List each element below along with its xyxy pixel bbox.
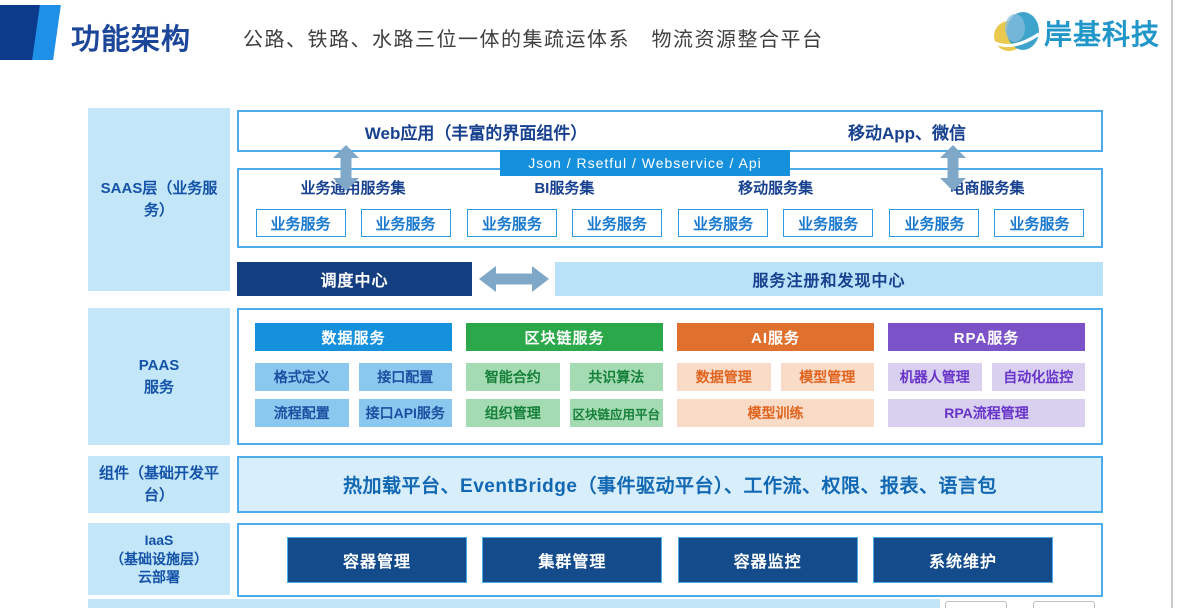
paas-header-rpa-service: RPA服务 (888, 323, 1085, 351)
layer-label-iaas-line2: （基础设施层） (110, 550, 208, 567)
service-group-title: 业务通用服务集 (300, 180, 406, 197)
paas-item-wide: 模型训练 (677, 399, 874, 427)
paas-item: 自动化监控 (991, 363, 1085, 391)
company-logo-text: 岸基科技 (1044, 19, 1161, 50)
service-group-mobile: 移动服务集 业务服务 业务服务 (676, 178, 876, 246)
service-sets-box: 业务通用服务集 业务服务 业务服务 BI服务集 业务服务 业务服务 移动服务集 … (237, 168, 1103, 248)
paas-item: 共识算法 (569, 363, 663, 391)
vertical-double-arrow-icon (333, 145, 359, 191)
service-group-ecommerce: 电商服务集 业务服务 业务服务 (887, 178, 1087, 246)
paas-item: 智能合约 (466, 363, 560, 391)
paas-header-data-service: 数据服务 (255, 323, 452, 351)
horizontal-double-arrow-icon (479, 266, 549, 292)
paas-item: 区块链应用平台 (569, 399, 663, 427)
paas-item-wide: RPA流程管理 (888, 399, 1085, 427)
layer-label-iaas-line1: IaaS (144, 531, 174, 548)
paas-column-data: 数据服务 格式定义 接口配置 流程配置 接口API服务 (255, 323, 452, 443)
bottom-partial-button[interactable] (945, 601, 1007, 608)
paas-column-ai: AI服务 数据管理 模型管理 模型训练 (677, 323, 874, 443)
mobile-app-label: 移动App、微信 (848, 123, 967, 143)
service-group-general: 业务通用服务集 业务服务 业务服务 (253, 178, 453, 246)
layer-label-components: 组件（基础开发平台） (88, 456, 230, 513)
paas-item: 接口API服务 (358, 399, 452, 427)
paas-box: 数据服务 格式定义 接口配置 流程配置 接口API服务 区块链服务 智能合约 共… (237, 308, 1103, 445)
page-edge-line (1171, 0, 1173, 608)
paas-item: 模型管理 (780, 363, 874, 391)
business-service-box: 业务服务 (466, 209, 557, 237)
business-service-box: 业务服务 (360, 209, 451, 237)
bottom-partial-button[interactable] (1033, 601, 1095, 608)
paas-item: 格式定义 (255, 363, 349, 391)
paas-item: 接口配置 (358, 363, 452, 391)
paas-column-rpa: RPA服务 机器人管理 自动化监控 RPA流程管理 (888, 323, 1085, 443)
bottom-strip (88, 599, 940, 608)
business-service-box: 业务服务 (994, 209, 1085, 237)
paas-column-blockchain: 区块链服务 智能合约 共识算法 组织管理 区块链应用平台 (466, 323, 663, 443)
layer-label-paas-line2: 服务 (143, 378, 174, 396)
vertical-double-arrow-icon (940, 145, 966, 191)
title-marker-icon (0, 5, 61, 60)
paas-header-blockchain-service: 区块链服务 (466, 323, 663, 351)
iaas-item-cluster-mgmt: 集群管理 (482, 537, 663, 583)
page-title: 功能架构 (71, 24, 192, 56)
page-subtitle: 公路、铁路、水路三位一体的集疏运体系 物流资源整合平台 (243, 29, 824, 51)
business-service-box: 业务服务 (889, 209, 980, 237)
business-service-box: 业务服务 (678, 209, 769, 237)
layer-label-saas: SAAS层（业务服务） (88, 108, 230, 291)
service-group-title: 电商服务集 (949, 180, 1025, 197)
paas-item: 组织管理 (466, 399, 560, 427)
iaas-box: 容器管理 集群管理 容器监控 系统维护 (237, 523, 1103, 597)
iaas-item-system-maintain: 系统维护 (872, 537, 1053, 583)
service-group-bi: BI服务集 业务服务 业务服务 (464, 178, 664, 246)
apps-box: Web应用（丰富的界面组件） 移动App、微信 (237, 110, 1103, 152)
service-group-title: BI服务集 (534, 180, 595, 197)
paas-item: 流程配置 (255, 399, 349, 427)
paas-header-ai-service: AI服务 (677, 323, 874, 351)
company-logo: 岸基科技 (992, 9, 1160, 57)
protocol-bar: Json / Rsetful / Webservice / Api (500, 150, 790, 176)
web-app-label: Web应用（丰富的界面组件） (364, 123, 588, 143)
business-service-box: 业务服务 (255, 209, 346, 237)
iaas-item-container-monitor: 容器监控 (677, 537, 858, 583)
dispatch-center-box: 调度中心 (237, 262, 472, 296)
layer-label-paas: PAAS 服务 (88, 308, 230, 445)
layer-label-paas-line1: PAAS (138, 356, 180, 374)
service-group-title: 移动服务集 (738, 180, 814, 197)
service-registry-box: 服务注册和发现中心 (555, 262, 1103, 296)
paas-item: 机器人管理 (888, 363, 982, 391)
business-service-box: 业务服务 (571, 209, 662, 237)
company-logo-icon (992, 12, 1040, 51)
components-platform-box: 热加载平台、EventBridge（事件驱动平台）、工作流、权限、报表、语言包 (237, 456, 1103, 513)
iaas-item-container-mgmt: 容器管理 (287, 537, 467, 583)
layer-label-iaas-line3: 云部署 (138, 569, 180, 586)
business-service-box: 业务服务 (783, 209, 874, 237)
paas-item: 数据管理 (677, 363, 771, 391)
layer-label-iaas: IaaS （基础设施层） 云部署 (88, 523, 230, 595)
